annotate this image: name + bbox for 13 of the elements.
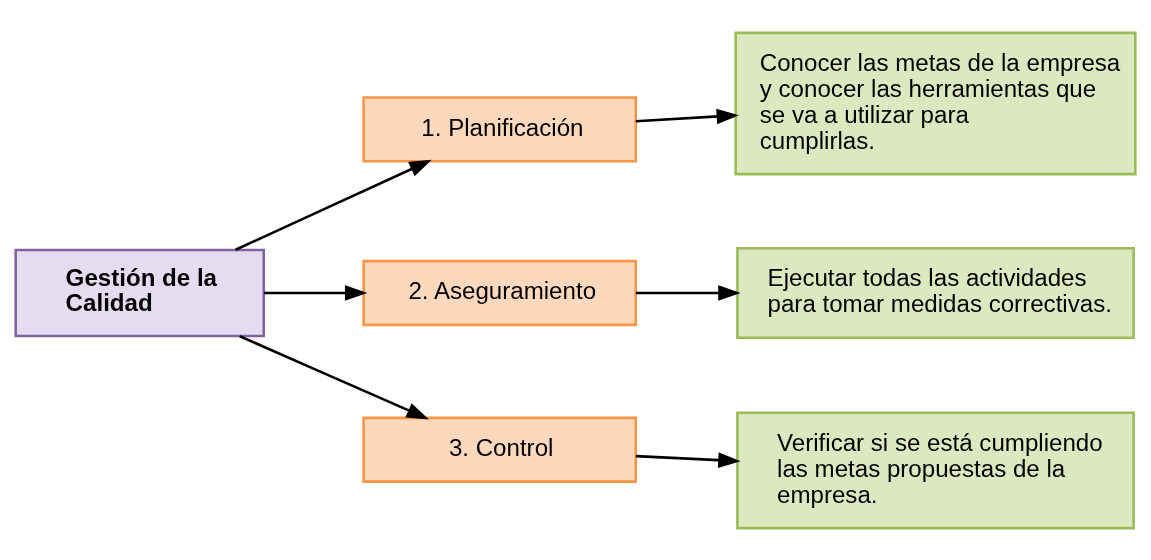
arrow [635,284,741,301]
node-box: Verificar si se está cumpliendo las metas propuestas de la empresa. [736,410,1135,529]
arrow [635,451,741,468]
arrow [635,108,740,124]
node-box: 1. Planificación [362,95,638,162]
node-box: 2. Aseguramiento [362,259,638,326]
arrow [235,159,432,251]
arrow [239,334,429,419]
node-box: Conocer las metas de la empresa y conocer las herramientas que se va a utilizar para cumplirlas. [734,31,1137,175]
node-box: Ejecutar todas las actividades para tomar medidas correctivas. [736,246,1135,339]
node-box: Gestión de la Calidad [14,248,266,337]
arrow [264,284,368,301]
node-box: 3. Control [362,416,638,483]
